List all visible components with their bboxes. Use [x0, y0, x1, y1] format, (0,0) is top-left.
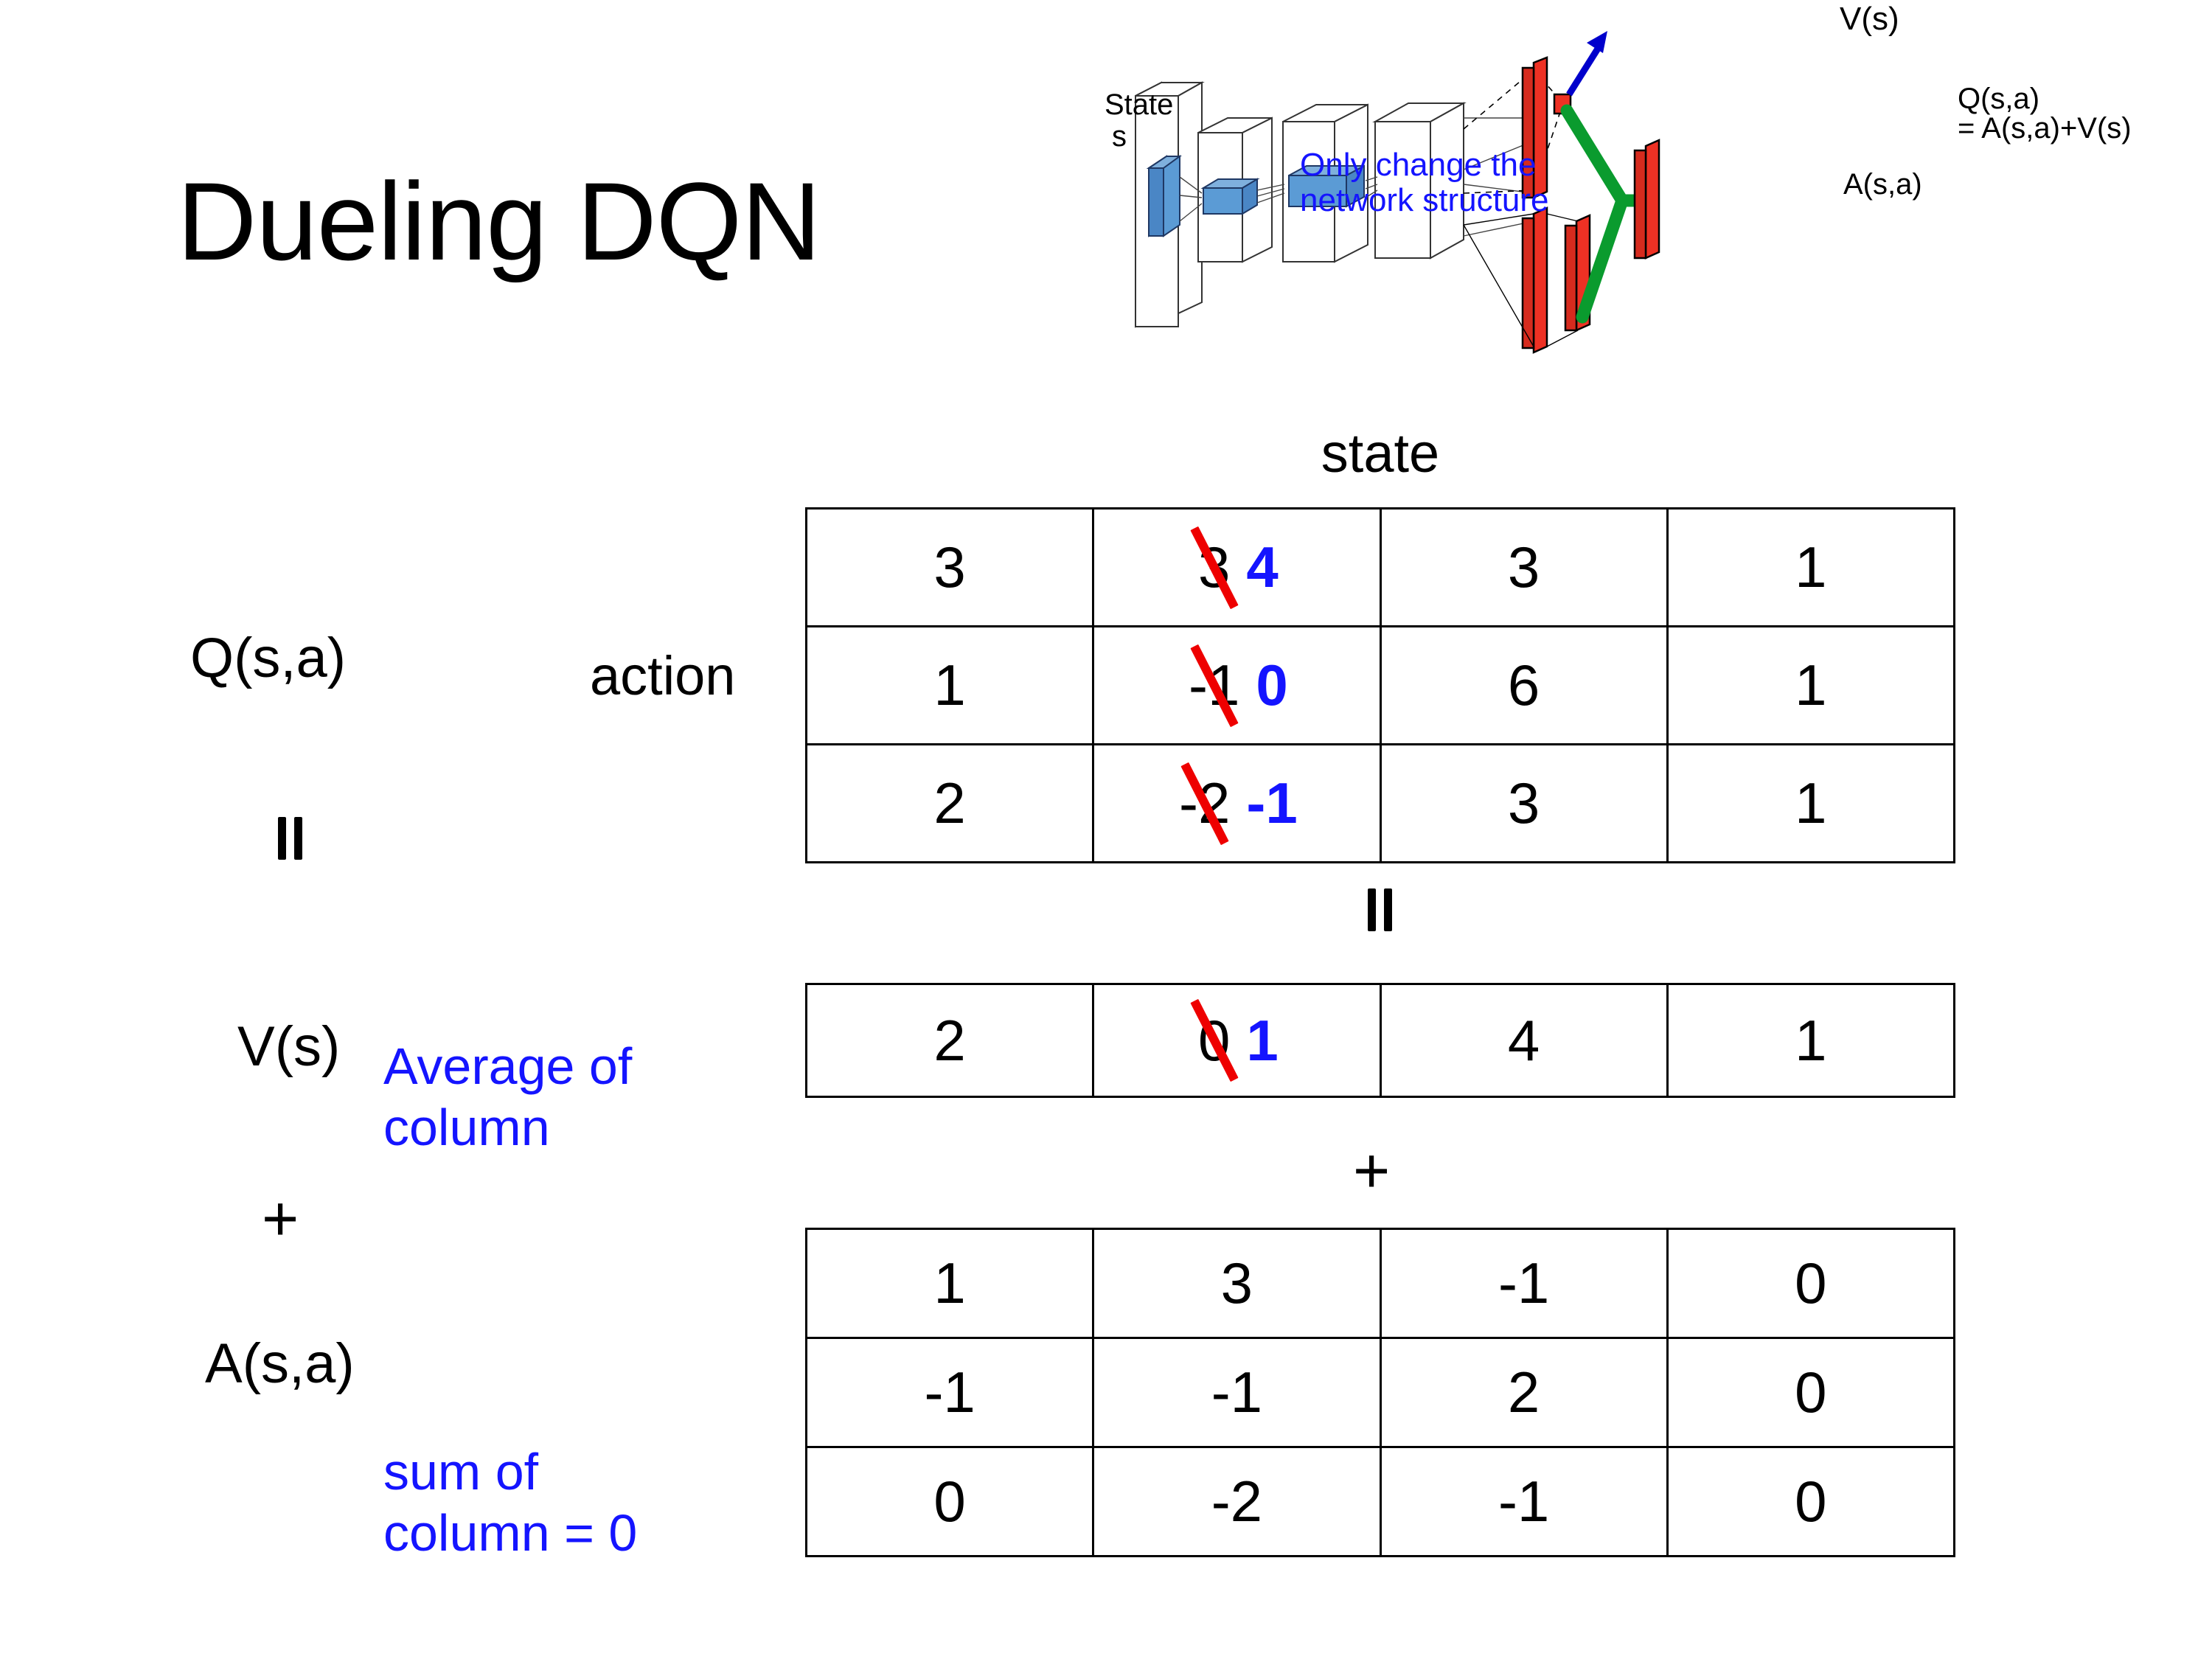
equals-operator-middle	[1361, 888, 1399, 931]
average-of-column-note: Average of column	[383, 1037, 633, 1156]
a-cell-r2c3: 0	[1666, 1446, 1956, 1557]
a-cell-r2c1: -2	[1092, 1446, 1382, 1557]
diagram-q-equation-label: = A(s,a)+V(s)	[1958, 112, 2132, 145]
diagram-caption-line1: Only change the	[1300, 147, 1537, 183]
corrected-value: 4	[1246, 535, 1279, 599]
equals-operator-left	[271, 817, 310, 860]
table-row: 2 -2 -1 3 1	[804, 743, 1956, 863]
table-row: 0 -2 -1 0	[804, 1446, 1956, 1557]
a-cell-r1c0: -1	[804, 1337, 1095, 1448]
diagram-value-output-label: V(s)	[1840, 1, 1899, 37]
table-row: 1 3 -1 0	[804, 1228, 1956, 1339]
diagram-state-label: State	[1105, 88, 1174, 121]
v-cell-c2: 4	[1379, 983, 1669, 1098]
a-cell-r2c2: -1	[1379, 1446, 1669, 1557]
advantage-function-label: A(s,a)	[205, 1332, 355, 1395]
state-axis-label: state	[1321, 422, 1440, 484]
a-cell-r1c2: 2	[1379, 1337, 1669, 1448]
q-cell-r1c3: 1	[1666, 625, 1956, 745]
plus-operator-middle: +	[1353, 1135, 1391, 1206]
diagram-caption-line2: network structure	[1300, 182, 1549, 218]
network-architecture-svg	[1135, 31, 1660, 354]
a-cell-r2c0: 0	[804, 1446, 1095, 1557]
table-row: 1 -1 0 6 1	[804, 625, 1956, 745]
diagram-q-output-label: Q(s,a)	[1958, 83, 2040, 115]
diagram-advantage-output-label: A(s,a)	[1843, 168, 1922, 201]
page-title: Dueling DQN	[177, 159, 821, 283]
corrected-value: -1	[1246, 771, 1298, 835]
v-cell-c1: 0 1	[1092, 983, 1382, 1098]
table-row: -1 -1 2 0	[804, 1337, 1956, 1448]
q-value-table: 3 3 4 3 1 1 -1 0 6 1 2	[804, 507, 1956, 863]
old-value: -1	[1186, 644, 1242, 727]
corrected-value: 0	[1256, 653, 1288, 717]
a-cell-r1c1: -1	[1092, 1337, 1382, 1448]
value-function-label: V(s)	[237, 1015, 341, 1078]
corrected-value: 1	[1246, 1007, 1279, 1073]
q-cell-r2c2: 3	[1379, 743, 1669, 863]
v-cell-c0: 2	[804, 983, 1095, 1098]
a-cell-r1c3: 0	[1666, 1337, 1956, 1448]
q-cell-r1c0: 1	[804, 625, 1095, 745]
a-cell-r0c1: 3	[1092, 1228, 1382, 1339]
value-table: 2 0 1 4 1	[804, 983, 1956, 1098]
action-axis-label: action	[590, 645, 736, 706]
q-cell-r0c3: 1	[1666, 507, 1956, 627]
q-cell-r2c1: -2 -1	[1092, 743, 1382, 863]
old-value: 0	[1190, 998, 1239, 1082]
old-value: 3	[1190, 526, 1239, 609]
q-cell-r2c0: 2	[804, 743, 1095, 863]
q-cell-r2c3: 1	[1666, 743, 1956, 863]
a-cell-r0c2: -1	[1379, 1228, 1669, 1339]
q-cell-r1c1: -1 0	[1092, 625, 1382, 745]
a-cell-r0c3: 0	[1666, 1228, 1956, 1339]
v-cell-c3: 1	[1666, 983, 1956, 1098]
diagram-state-symbol: s	[1112, 120, 1127, 153]
a-cell-r0c0: 1	[804, 1228, 1095, 1339]
sum-of-column-note: sum of column = 0	[383, 1443, 638, 1562]
advantage-table: 1 3 -1 0 -1 -1 2 0 0 -2 -1 0	[804, 1228, 1956, 1557]
dueling-network-diagram: State s V(s) A(s,a) Q(s,a) = A(s,a)+V(s)…	[1091, 0, 2212, 413]
plus-operator-left: +	[262, 1183, 299, 1254]
table-row: 2 0 1 4 1	[804, 983, 1956, 1098]
q-cell-r0c1: 3 4	[1092, 507, 1382, 627]
old-value: -2	[1176, 762, 1233, 845]
table-row: 3 3 4 3 1	[804, 507, 1956, 627]
q-cell-r1c2: 6	[1379, 625, 1669, 745]
q-function-label: Q(s,a)	[190, 627, 347, 689]
q-cell-r0c2: 3	[1379, 507, 1669, 627]
q-cell-r0c0: 3	[804, 507, 1095, 627]
